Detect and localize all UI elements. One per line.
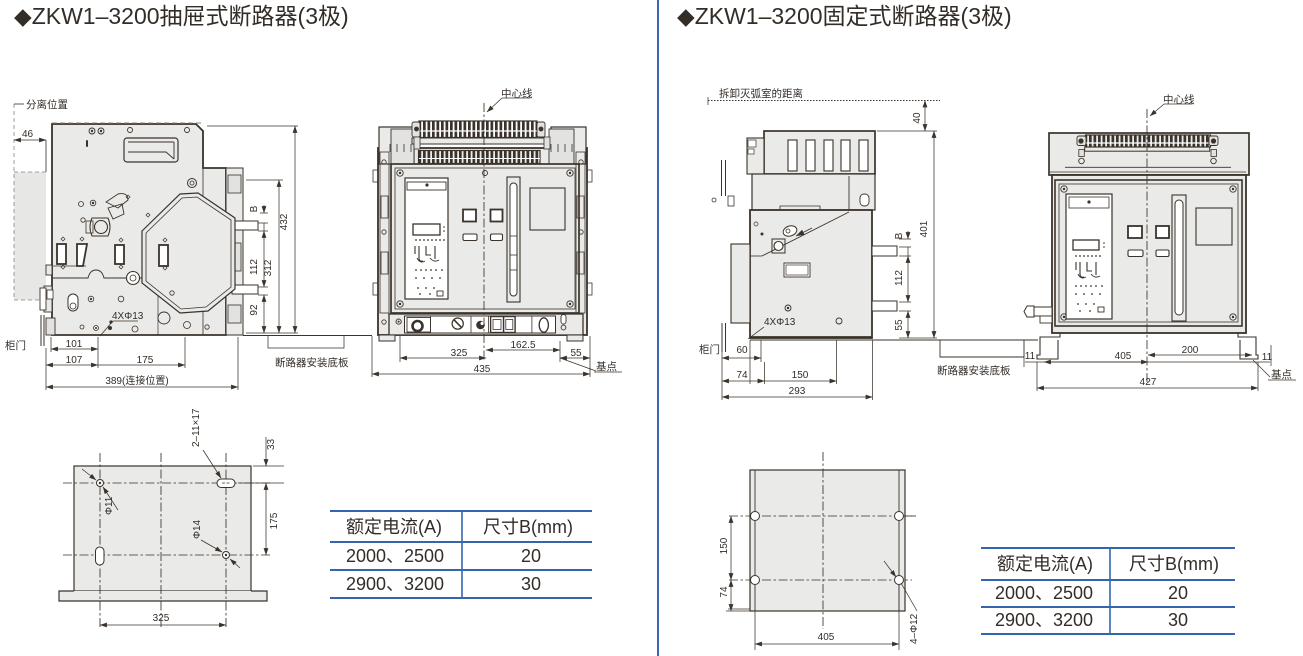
- svg-text:基点: 基点: [1271, 368, 1292, 381]
- svg-text:55: 55: [570, 348, 582, 359]
- svg-text:427: 427: [1140, 377, 1157, 388]
- svg-text:312: 312: [263, 259, 274, 276]
- svg-text:分离位置: 分离位置: [26, 98, 68, 111]
- svg-text:30: 30: [521, 574, 541, 594]
- svg-text:74: 74: [736, 370, 748, 381]
- svg-text:尺寸B(mm): 尺寸B(mm): [1129, 554, 1219, 574]
- svg-text:Φ11: Φ11: [104, 496, 115, 515]
- svg-text:325: 325: [451, 348, 468, 359]
- svg-text:4XΦ13: 4XΦ13: [764, 317, 796, 328]
- svg-text:2900、3200: 2900、3200: [995, 610, 1093, 630]
- svg-text:46: 46: [22, 129, 34, 140]
- svg-text:405: 405: [818, 632, 835, 643]
- svg-text:Φ14: Φ14: [192, 519, 203, 539]
- svg-text:11: 11: [1025, 351, 1036, 362]
- svg-text:60: 60: [736, 345, 748, 356]
- svg-text:断路器安装底板: 断路器安装底板: [937, 364, 1011, 377]
- svg-text:33: 33: [266, 438, 277, 450]
- svg-text:B: B: [249, 205, 260, 212]
- svg-text:中心线: 中心线: [501, 87, 533, 100]
- svg-text:30: 30: [1168, 610, 1188, 630]
- svg-text:389(连接位置): 389(连接位置): [105, 374, 168, 387]
- svg-text:112: 112: [894, 270, 905, 286]
- svg-text:405: 405: [1115, 351, 1132, 362]
- svg-text:拆卸灭弧室的距离: 拆卸灭弧室的距离: [719, 87, 803, 100]
- svg-text:101: 101: [66, 339, 83, 350]
- svg-text:柜门: 柜门: [699, 343, 720, 356]
- svg-text:◆ZKW1–3200抽屉式断路器(3极): ◆ZKW1–3200抽屉式断路器(3极): [14, 3, 349, 29]
- svg-text:4XΦ13: 4XΦ13: [112, 311, 144, 322]
- svg-text:175: 175: [137, 355, 154, 366]
- svg-text:2000、2500: 2000、2500: [346, 546, 444, 566]
- svg-text:293: 293: [789, 386, 806, 397]
- svg-text:额定电流(A): 额定电流(A): [997, 554, 1093, 574]
- svg-text:断路器安装底板: 断路器安装底板: [275, 356, 349, 369]
- svg-text:200: 200: [1182, 345, 1199, 356]
- svg-text:2–11×17: 2–11×17: [191, 408, 202, 447]
- svg-text:40: 40: [912, 112, 923, 124]
- svg-text:2900、3200: 2900、3200: [346, 574, 444, 594]
- svg-text:尺寸B(mm): 尺寸B(mm): [483, 517, 573, 537]
- svg-text:435: 435: [474, 364, 491, 375]
- svg-text:112: 112: [249, 259, 260, 275]
- svg-text:162.5: 162.5: [510, 340, 535, 351]
- svg-text:20: 20: [1168, 583, 1188, 603]
- svg-text:中心线: 中心线: [1163, 93, 1195, 106]
- svg-text:4–Φ12: 4–Φ12: [909, 613, 920, 644]
- svg-text:◆ZKW1–3200固定式断路器(3极): ◆ZKW1–3200固定式断路器(3极): [677, 3, 1012, 29]
- svg-text:2000、2500: 2000、2500: [995, 583, 1093, 603]
- svg-text:20: 20: [521, 546, 541, 566]
- svg-text:150: 150: [719, 537, 730, 554]
- svg-text:401: 401: [919, 220, 930, 237]
- svg-text:325: 325: [153, 613, 170, 624]
- svg-text:432: 432: [279, 213, 290, 230]
- svg-text:74: 74: [719, 586, 730, 598]
- svg-text:额定电流(A): 额定电流(A): [346, 517, 442, 537]
- svg-text:175: 175: [269, 512, 280, 529]
- svg-text:92: 92: [249, 304, 260, 316]
- svg-text:55: 55: [894, 319, 905, 331]
- svg-text:11: 11: [1262, 352, 1273, 363]
- svg-text:柜门: 柜门: [5, 339, 26, 352]
- svg-text:107: 107: [66, 355, 83, 366]
- svg-text:基点: 基点: [596, 360, 617, 373]
- svg-text:150: 150: [792, 370, 809, 381]
- svg-text:B: B: [894, 232, 905, 239]
